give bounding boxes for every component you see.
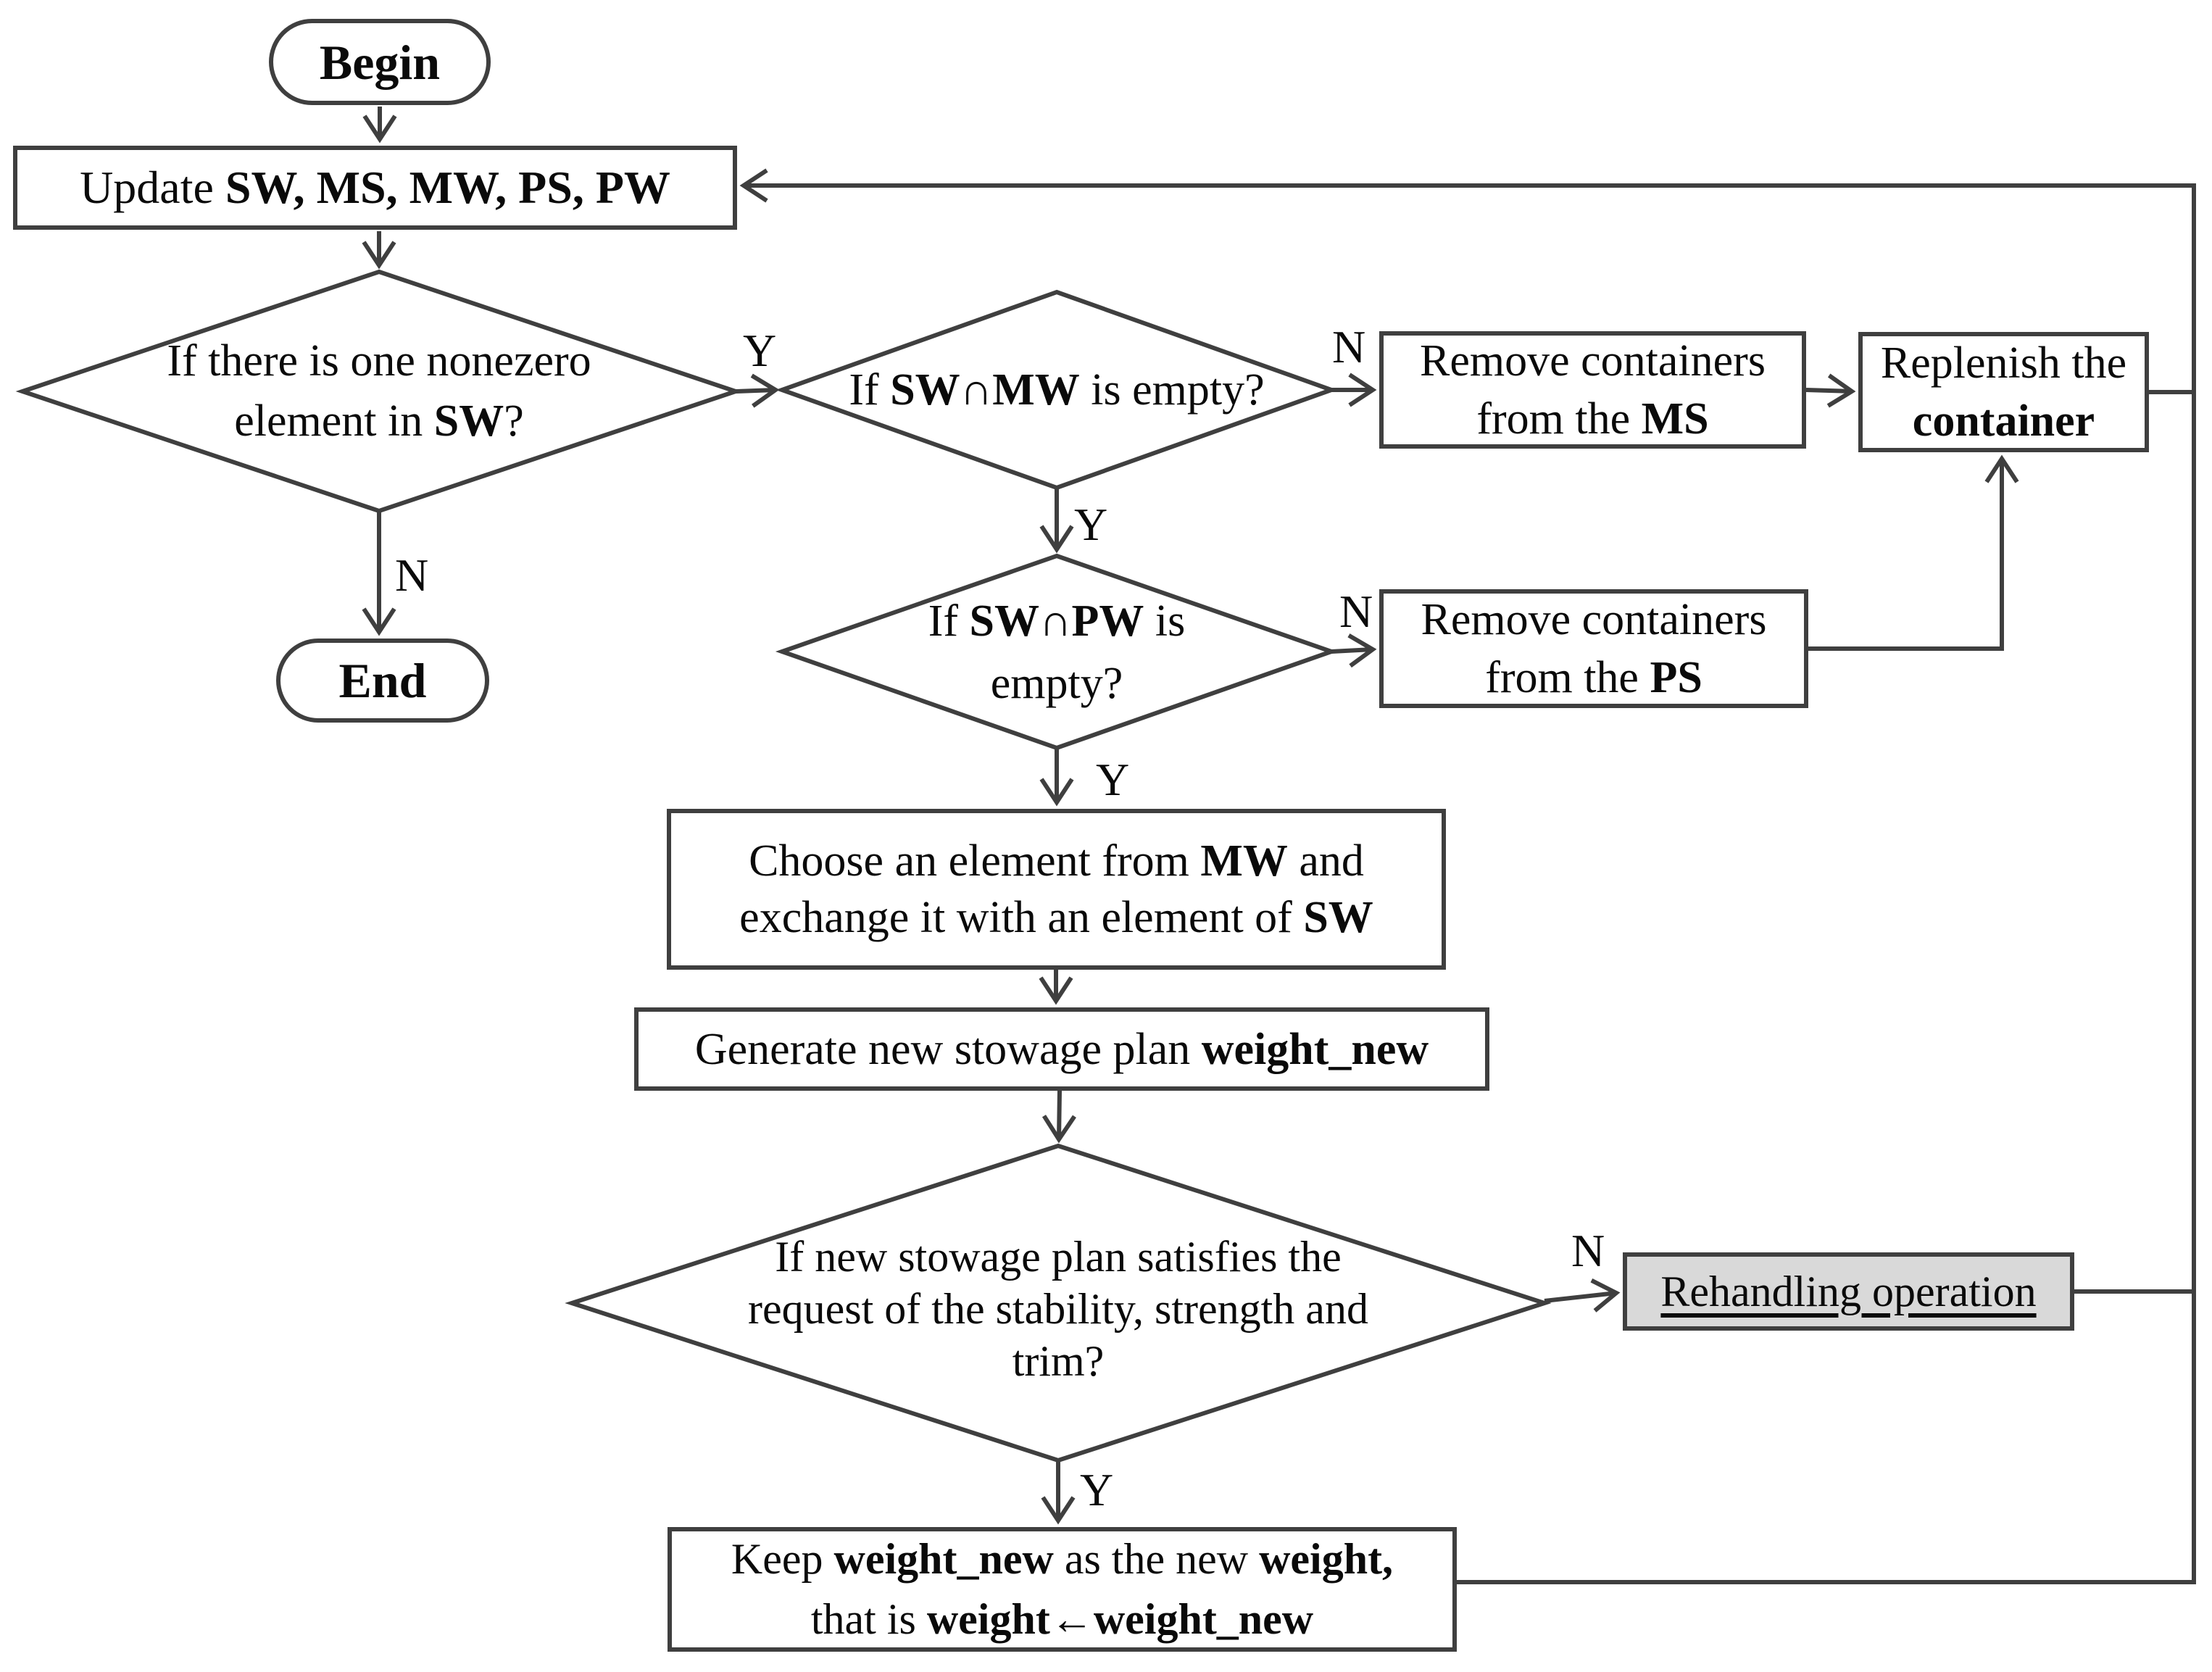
edge-keep-rail-feedback-update [739, 168, 2196, 1584]
rehandling-process-box: Rehandling operation [1623, 1252, 2074, 1331]
plan-check-decision-text: If new stowage plan satisfies the reques… [748, 1233, 1368, 1385]
sw-pw-decision-text: If SW∩PW is empty? [928, 596, 1186, 708]
label-plan-yes: Y [1080, 1464, 1114, 1515]
rehandling-label: Rehandling operation [1660, 1268, 2037, 1315]
update-label: Update SW, MS, MW, PS, PW [80, 162, 670, 213]
remove-ps-process-box: Remove containers from the PS [1379, 589, 1808, 708]
keep-weight-process-box: Keep weight_new as the new weight, that … [668, 1527, 1457, 1652]
end-terminator: End [276, 639, 489, 723]
label-sw-mw-yes: Y [1074, 499, 1108, 550]
label-sw-yes: Y [743, 325, 777, 376]
edge-remove-ps-replenish [1808, 454, 2019, 651]
edge-decision-sw-yes [735, 373, 780, 408]
label-sw-pw-no: N [1339, 586, 1373, 637]
begin-label: Begin [319, 34, 441, 90]
end-label: End [338, 653, 427, 708]
label-sw-pw-yes: Y [1096, 754, 1130, 805]
nonzero-sw-decision-text: If there is one nonezero element in SW? [167, 336, 591, 446]
edge-sw-pw-no-remove-ps [1331, 633, 1377, 668]
sw-mw-decision-text: If SW∩MW is empty? [849, 365, 1265, 415]
label-sw-mw-no: N [1332, 321, 1366, 373]
remove-ms-process-box: Remove containers from the MS [1379, 331, 1806, 449]
replenish-process-box: Replenish the container [1858, 332, 2149, 452]
generate-plan-process-box: Generate new stowage plan weight_new [634, 1007, 1489, 1091]
label-plan-no: N [1571, 1225, 1605, 1276]
update-process-box: Update SW, MS, MW, PS, PW [13, 146, 737, 230]
label-sw-no: N [395, 549, 429, 601]
edge-remove-ms-replenish [1805, 373, 1856, 408]
begin-terminator: Begin [269, 19, 491, 105]
choose-exchange-process-box: Choose an element from MW and exchange i… [667, 809, 1446, 970]
edge-generate-plan-check [1041, 1090, 1076, 1144]
edge-plan-no-rehandling [1544, 1278, 1621, 1313]
